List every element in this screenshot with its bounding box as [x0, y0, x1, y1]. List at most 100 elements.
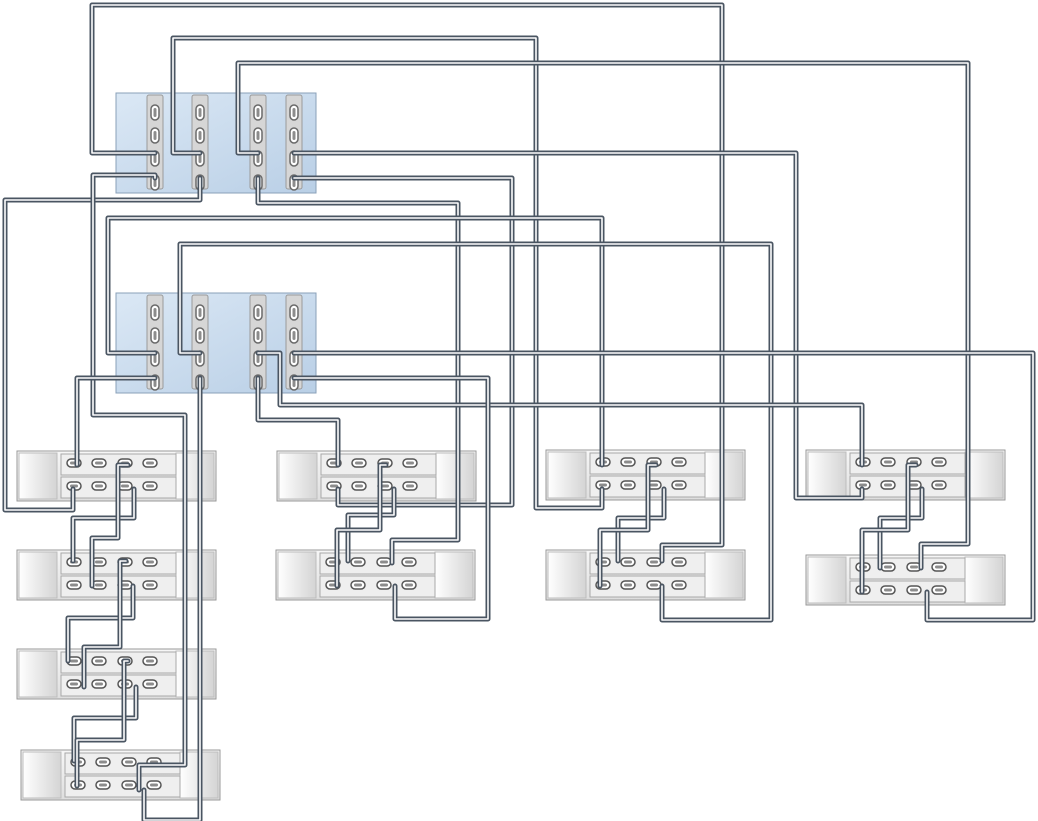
sas-cable [877, 486, 925, 571]
sas-cable [89, 462, 131, 589]
sas-cable [345, 486, 397, 564]
shelf-end-cap [175, 650, 215, 698]
port-socket [146, 560, 154, 564]
cable-inner-line [83, 560, 127, 688]
sas-cable [255, 350, 865, 468]
sas-cable [177, 241, 774, 623]
sas-cable [170, 35, 605, 511]
port-socket [935, 460, 943, 464]
controller-slot [249, 294, 267, 391]
cable-inner-line [293, 352, 1034, 621]
port-socket [256, 154, 260, 163]
port-socket [198, 308, 202, 317]
controller [115, 92, 317, 194]
sas-cable [105, 215, 605, 468]
cable-inner-line [179, 243, 772, 621]
sas-cable [597, 462, 659, 589]
port-socket [95, 583, 103, 587]
cable-inner-line [293, 377, 489, 620]
port-socket [650, 483, 658, 487]
cable-inner-line [879, 488, 923, 569]
port-socket [198, 131, 202, 140]
cable-inner-line [293, 152, 863, 499]
port-socket [198, 354, 202, 363]
port-socket [292, 131, 296, 140]
port-socket [355, 461, 363, 465]
cable-inner-line [91, 4, 723, 562]
sas-cable [74, 375, 158, 468]
port-socket [121, 484, 129, 488]
shelf-end-cap [175, 551, 215, 599]
port-socket [153, 131, 157, 140]
shelf-end-cap [547, 551, 587, 599]
cable-inner-line [336, 464, 387, 587]
cable-inner-line [172, 37, 603, 509]
port-socket [884, 565, 892, 569]
disk-shelf [20, 749, 221, 801]
port-socket [146, 583, 154, 587]
port-socket [198, 154, 202, 163]
cable-inner-line [599, 464, 657, 587]
sas-cable [291, 350, 1036, 623]
port-socket [153, 331, 157, 340]
port-socket [146, 682, 154, 686]
sas-cable [291, 150, 865, 501]
port-socket [380, 583, 388, 587]
disk-shelf [545, 549, 746, 601]
cable-inner-line [257, 352, 863, 466]
port-socket [146, 659, 154, 663]
port-socket [70, 682, 78, 686]
port-socket [256, 308, 260, 317]
port-socket [70, 659, 78, 663]
port-socket [884, 460, 892, 464]
cable-inner-line [617, 488, 665, 562]
shelf-end-cap [278, 452, 318, 500]
port-socket [153, 154, 157, 163]
port-socket [380, 560, 388, 564]
sas-cable [2, 175, 203, 513]
port-socket [650, 583, 658, 587]
shelf-end-cap [18, 650, 58, 698]
disk-shelf [805, 554, 1006, 606]
shelf-end-cap [175, 452, 215, 500]
sas-cable [74, 658, 131, 789]
cable-inner-line [347, 488, 395, 562]
cable-inner-line [76, 377, 156, 466]
port-socket [146, 484, 154, 488]
shelf-end-cap [547, 451, 587, 499]
port-socket [121, 583, 129, 587]
shelf-end-cap [704, 551, 744, 599]
port-socket [354, 583, 362, 587]
port-socket [405, 583, 413, 587]
shelf-end-cap [964, 451, 1004, 499]
sas-cable [255, 175, 461, 566]
port-socket [599, 483, 607, 487]
port-socket [125, 760, 133, 764]
port-socket [292, 108, 296, 117]
port-socket [150, 783, 158, 787]
cable-inner-line [143, 377, 201, 821]
port-socket [198, 331, 202, 340]
port-socket [406, 461, 414, 465]
port-socket [910, 483, 918, 487]
port-socket [99, 783, 107, 787]
sas-cable [334, 462, 389, 589]
port-socket [256, 354, 260, 363]
disk-shelf [275, 549, 476, 601]
port-socket [153, 308, 157, 317]
cable-inner-line [92, 174, 186, 791]
port-socket [624, 460, 632, 464]
port-socket [354, 560, 362, 564]
sas-cable [291, 375, 491, 622]
cable-inner-line [76, 660, 129, 787]
port-socket [95, 560, 103, 564]
port-socket [650, 560, 658, 564]
port-socket [256, 108, 260, 117]
port-socket [95, 682, 103, 686]
shelf-end-cap [18, 551, 58, 599]
port-socket [153, 354, 157, 363]
port-socket [935, 483, 943, 487]
cable-inner-line [257, 377, 339, 466]
shelf-end-cap [964, 556, 1004, 604]
